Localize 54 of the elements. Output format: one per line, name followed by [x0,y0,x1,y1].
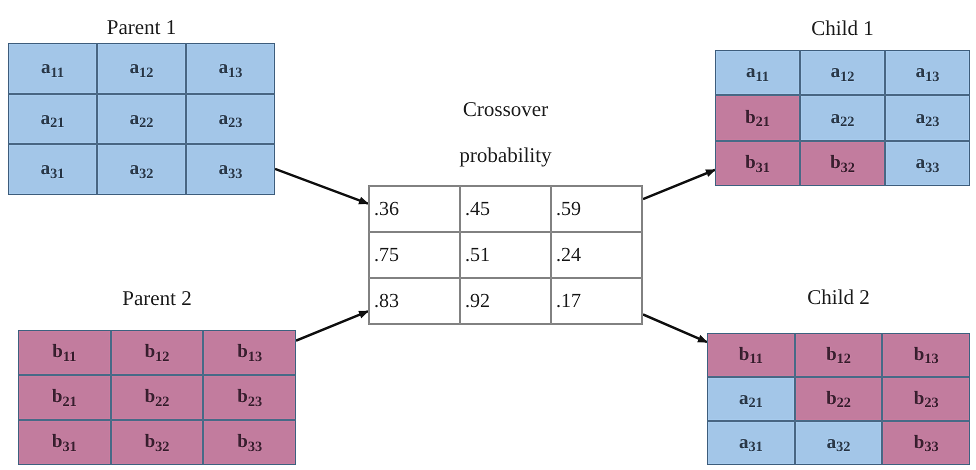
gene-cell: b$_{13}$ [883,334,969,376]
probability-cell: .24 [552,233,641,277]
gene-cell: a$_{21}$ [708,378,794,420]
gene-cell: b$_{23}$ [204,376,295,419]
gene-cell: a$_{21}$ [9,94,96,144]
gene-cell: a$_{22}$ [801,96,884,140]
gene-cell: b$_{11}$ [708,334,794,376]
gene-cell: a$_{22}$ [98,94,185,144]
gene-cell: b$_{22}$ [112,376,202,419]
probability-cell: .45 [461,187,550,231]
gene-cell: a$_{12}$ [98,44,185,93]
probability-cell: .36 [370,187,459,231]
probability-cell: .51 [461,233,550,277]
gene-cell: a$_{23}$ [187,94,274,144]
gene-cell: b$_{32}$ [801,142,884,185]
probability-cell: .17 [552,279,641,323]
gene-cell: b$_{12}$ [112,331,202,374]
gene-cell: b$_{31}$ [716,142,799,185]
gene-cell: b$_{22}$ [796,378,882,420]
arrow [296,310,369,342]
matrix-heading: Crossover probability [458,96,553,169]
gene-cell: b$_{11}$ [19,331,110,374]
arrow [642,313,708,344]
gene-cell: a$_{31}$ [9,145,96,194]
gene-cell: b$_{32}$ [112,421,202,464]
arrow [642,168,716,200]
gene-cell: a$_{31}$ [708,422,794,464]
probability-cell: .83 [370,279,459,323]
gene-cell: b$_{23}$ [883,378,969,420]
probability-cell: .75 [370,233,459,277]
gene-cell: a$_{33}$ [886,142,969,185]
gene-cell: a$_{32}$ [796,422,882,464]
matrix-heading: Child 2 [806,284,871,311]
gene-cell: a$_{33}$ [187,145,274,194]
gene-cell: a$_{11}$ [716,51,799,94]
matrix-heading: Parent 1 [106,14,178,41]
arrow [274,168,369,205]
gene-cell: a$_{13}$ [187,44,274,93]
probability-cell: .92 [461,279,550,323]
probability-cell: .59 [552,187,641,231]
gene-cell: a$_{23}$ [886,96,969,140]
gene-cell: b$_{13}$ [204,331,295,374]
gene-cell: a$_{13}$ [886,51,969,94]
matrix-heading: Child 1 [810,15,875,42]
gene-cell: a$_{11}$ [9,44,96,93]
matrix-heading: Parent 2 [121,285,193,312]
gene-cell: b$_{31}$ [19,421,110,464]
gene-cell: b$_{12}$ [796,334,882,376]
gene-cell: b$_{21}$ [716,96,799,140]
gene-cell: b$_{21}$ [19,376,110,419]
gene-cell: b$_{33}$ [204,421,295,464]
gene-cell: a$_{32}$ [98,145,185,194]
gene-cell: b$_{33}$ [883,422,969,464]
gene-cell: a$_{12}$ [801,51,884,94]
